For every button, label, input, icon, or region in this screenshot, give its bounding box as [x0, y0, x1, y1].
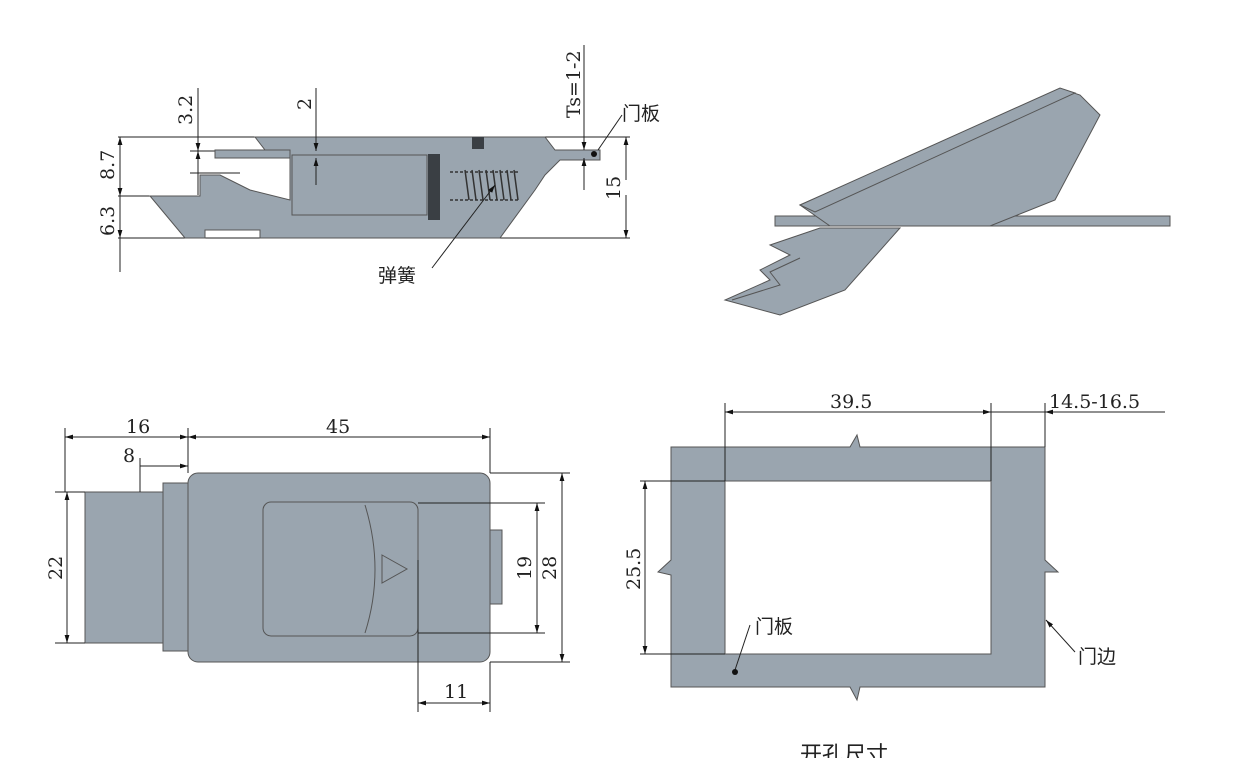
dim-top-gap: 3.2 [175, 95, 197, 125]
dim-wall: 2 [294, 98, 316, 110]
cutout-view: 39.5 14.5-16.5 25.5 门板 门边 开孔尺寸 [623, 391, 1165, 758]
label-panel: 门板 [755, 616, 793, 638]
dimension-lines [117, 45, 629, 272]
dim-button-height: 19 [514, 556, 536, 580]
dim-tail-height: 22 [45, 556, 67, 580]
dim-height: 15 [603, 176, 625, 200]
label-spring: 弹簧 [378, 265, 416, 287]
push-button [262, 501, 419, 637]
label-edge: 门边 [1078, 646, 1116, 668]
latch-section [148, 136, 601, 239]
dim-tail: 16 [126, 416, 150, 438]
dim-panel-thickness: Ts=1-2 [563, 50, 585, 118]
side-section-view: 3.2 2 8.7 6.3 15 Ts=1-2 门板 弹簧 [97, 45, 660, 287]
dim-upper: 8.7 [97, 150, 119, 180]
dim-lower: 6.3 [97, 206, 119, 236]
dim-offset: 11 [444, 681, 468, 703]
dim-body-height: 28 [539, 556, 561, 580]
dim-edge: 14.5-16.5 [1049, 391, 1140, 413]
label-panel: 门板 [622, 103, 660, 125]
dimension-lines [640, 403, 1165, 671]
dim-step: 8 [123, 445, 135, 467]
dim-height: 25.5 [623, 548, 645, 590]
front-view: 16 8 45 22 19 28 11 [45, 416, 570, 712]
dim-width: 39.5 [830, 391, 872, 413]
perspective-view [723, 87, 1171, 316]
dimension-lines [55, 428, 570, 712]
triangle-arrow-icon [381, 554, 409, 584]
caption: 开孔尺寸 [800, 743, 888, 758]
dim-body-length: 45 [326, 416, 350, 438]
